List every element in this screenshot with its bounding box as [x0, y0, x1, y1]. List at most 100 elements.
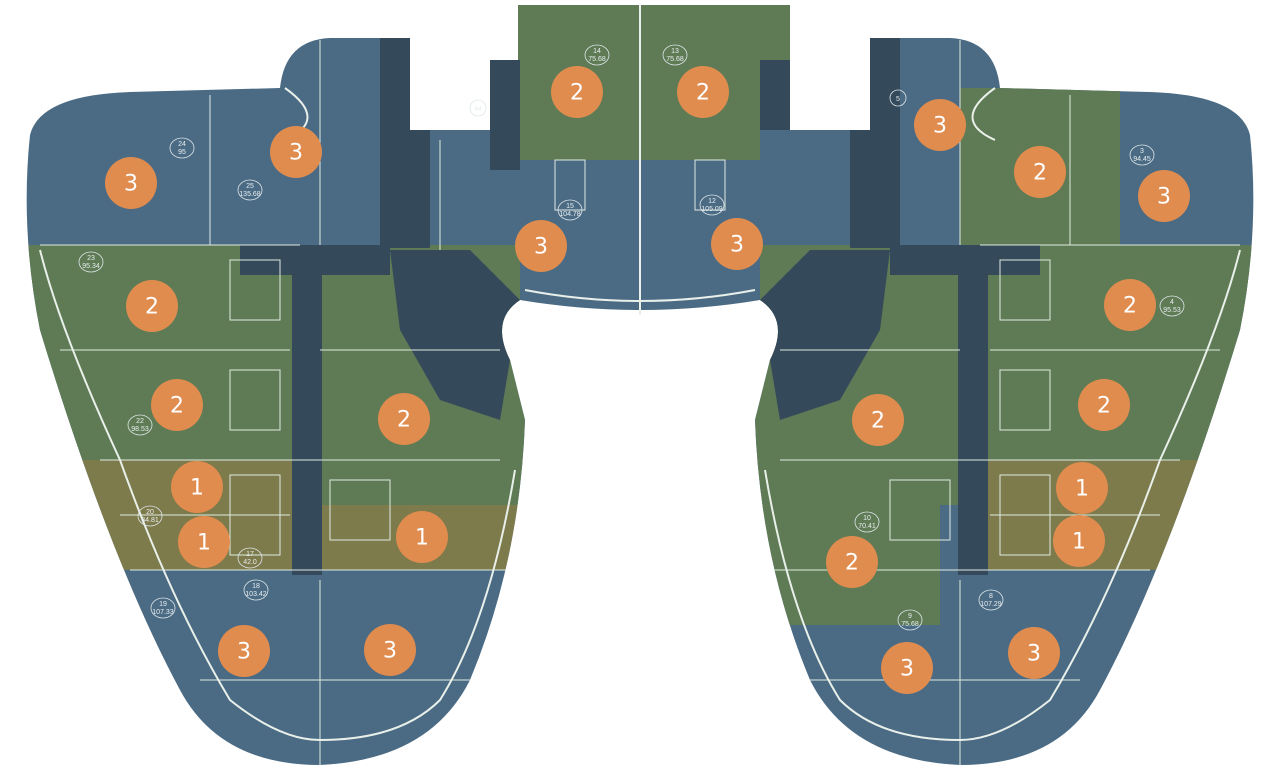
svg-text:10: 10: [863, 515, 871, 522]
room-count-marker[interactable]: 2: [151, 379, 203, 431]
room-count-marker[interactable]: 1: [1056, 462, 1108, 514]
svg-text:1: 1: [190, 476, 204, 501]
svg-text:107.29: 107.29: [980, 601, 1002, 608]
svg-text:13: 13: [671, 48, 679, 55]
svg-text:1: 1: [1075, 477, 1089, 502]
svg-text:2: 2: [1123, 294, 1137, 319]
room-count-marker[interactable]: 2: [1104, 279, 1156, 331]
svg-text:20: 20: [146, 509, 154, 516]
svg-text:1: 1: [197, 531, 211, 556]
room-count-marker[interactable]: 2: [826, 536, 878, 588]
svg-text:95: 95: [178, 149, 186, 156]
svg-text:25: 25: [246, 183, 254, 190]
svg-text:23: 23: [87, 255, 95, 262]
room-count-marker[interactable]: 3: [1138, 170, 1190, 222]
svg-text:22: 22: [136, 418, 144, 425]
corridor: [292, 245, 322, 575]
svg-text:135.68: 135.68: [239, 191, 261, 198]
room-count-marker[interactable]: 3: [881, 642, 933, 694]
svg-text:2: 2: [1097, 394, 1111, 419]
svg-text:2: 2: [871, 409, 885, 434]
svg-text:8: 8: [989, 593, 993, 600]
svg-text:3: 3: [383, 639, 397, 664]
corridor: [958, 245, 988, 575]
svg-text:3: 3: [730, 233, 744, 258]
svg-text:103.42: 103.42: [245, 591, 267, 598]
core: [380, 38, 430, 248]
core-label: 44: [469, 99, 487, 117]
unit-label: 495.53: [1159, 295, 1185, 317]
room-count-marker[interactable]: 3: [711, 218, 763, 270]
room-count-marker[interactable]: 3: [270, 126, 322, 178]
room-count-marker[interactable]: 1: [396, 511, 448, 563]
svg-text:75.68: 75.68: [901, 621, 919, 628]
room-count-marker[interactable]: 2: [378, 393, 430, 445]
svg-text:94.45: 94.45: [1133, 156, 1151, 163]
room-count-marker[interactable]: 3: [914, 99, 966, 151]
core: [850, 38, 900, 248]
room-count-marker[interactable]: 1: [178, 516, 230, 568]
svg-text:3: 3: [124, 172, 138, 197]
svg-text:75.68: 75.68: [666, 56, 684, 63]
svg-text:104.78: 104.78: [559, 211, 581, 218]
svg-text:107.33: 107.33: [152, 609, 174, 616]
svg-text:2: 2: [397, 408, 411, 433]
svg-text:3: 3: [1157, 185, 1171, 210]
unit-label: 5: [889, 89, 907, 107]
svg-text:2: 2: [696, 81, 710, 106]
room-count-marker[interactable]: 2: [852, 394, 904, 446]
room-count-marker[interactable]: 3: [364, 624, 416, 676]
svg-text:2: 2: [845, 551, 859, 576]
svg-text:3: 3: [1027, 642, 1041, 667]
svg-text:2: 2: [145, 295, 159, 320]
svg-text:1: 1: [415, 526, 429, 551]
svg-text:5: 5: [896, 96, 900, 103]
svg-text:2: 2: [170, 394, 184, 419]
svg-text:42.0: 42.0: [243, 559, 257, 566]
svg-text:12: 12: [708, 198, 716, 205]
unit-label: 975.68: [897, 609, 923, 631]
svg-text:4: 4: [1170, 299, 1174, 306]
svg-text:34.81: 34.81: [141, 517, 159, 524]
svg-text:2: 2: [570, 81, 584, 106]
svg-text:95.53: 95.53: [1163, 307, 1181, 314]
room-count-marker[interactable]: 2: [1078, 379, 1130, 431]
room-count-marker[interactable]: 2: [1014, 146, 1066, 198]
svg-text:14: 14: [593, 48, 601, 55]
room-count-marker[interactable]: 3: [105, 157, 157, 209]
svg-text:98.53: 98.53: [131, 426, 149, 433]
svg-text:3: 3: [900, 657, 914, 682]
room-count-markers: 3 3 2 2 1 1 1 2 3 3 3 2 2 3 3 2 3 2 2 2 …: [105, 66, 1190, 694]
room-count-marker[interactable]: 3: [515, 220, 567, 272]
svg-text:3: 3: [933, 114, 947, 139]
svg-text:3: 3: [237, 640, 251, 665]
room-count-marker[interactable]: 1: [1053, 515, 1105, 567]
svg-text:3: 3: [289, 141, 303, 166]
svg-text:95.34: 95.34: [82, 263, 100, 270]
room-count-marker[interactable]: 3: [218, 625, 270, 677]
svg-text:1: 1: [1072, 530, 1086, 555]
stair-core: [390, 250, 520, 420]
room-count-marker[interactable]: 1: [171, 461, 223, 513]
room-count-marker[interactable]: 3: [1008, 627, 1060, 679]
svg-text:105.09: 105.09: [701, 206, 723, 213]
room-count-marker[interactable]: 2: [677, 66, 729, 118]
room-count-marker[interactable]: 2: [551, 66, 603, 118]
svg-text:3: 3: [534, 235, 548, 260]
room-count-marker[interactable]: 2: [126, 280, 178, 332]
svg-text:15: 15: [566, 203, 574, 210]
